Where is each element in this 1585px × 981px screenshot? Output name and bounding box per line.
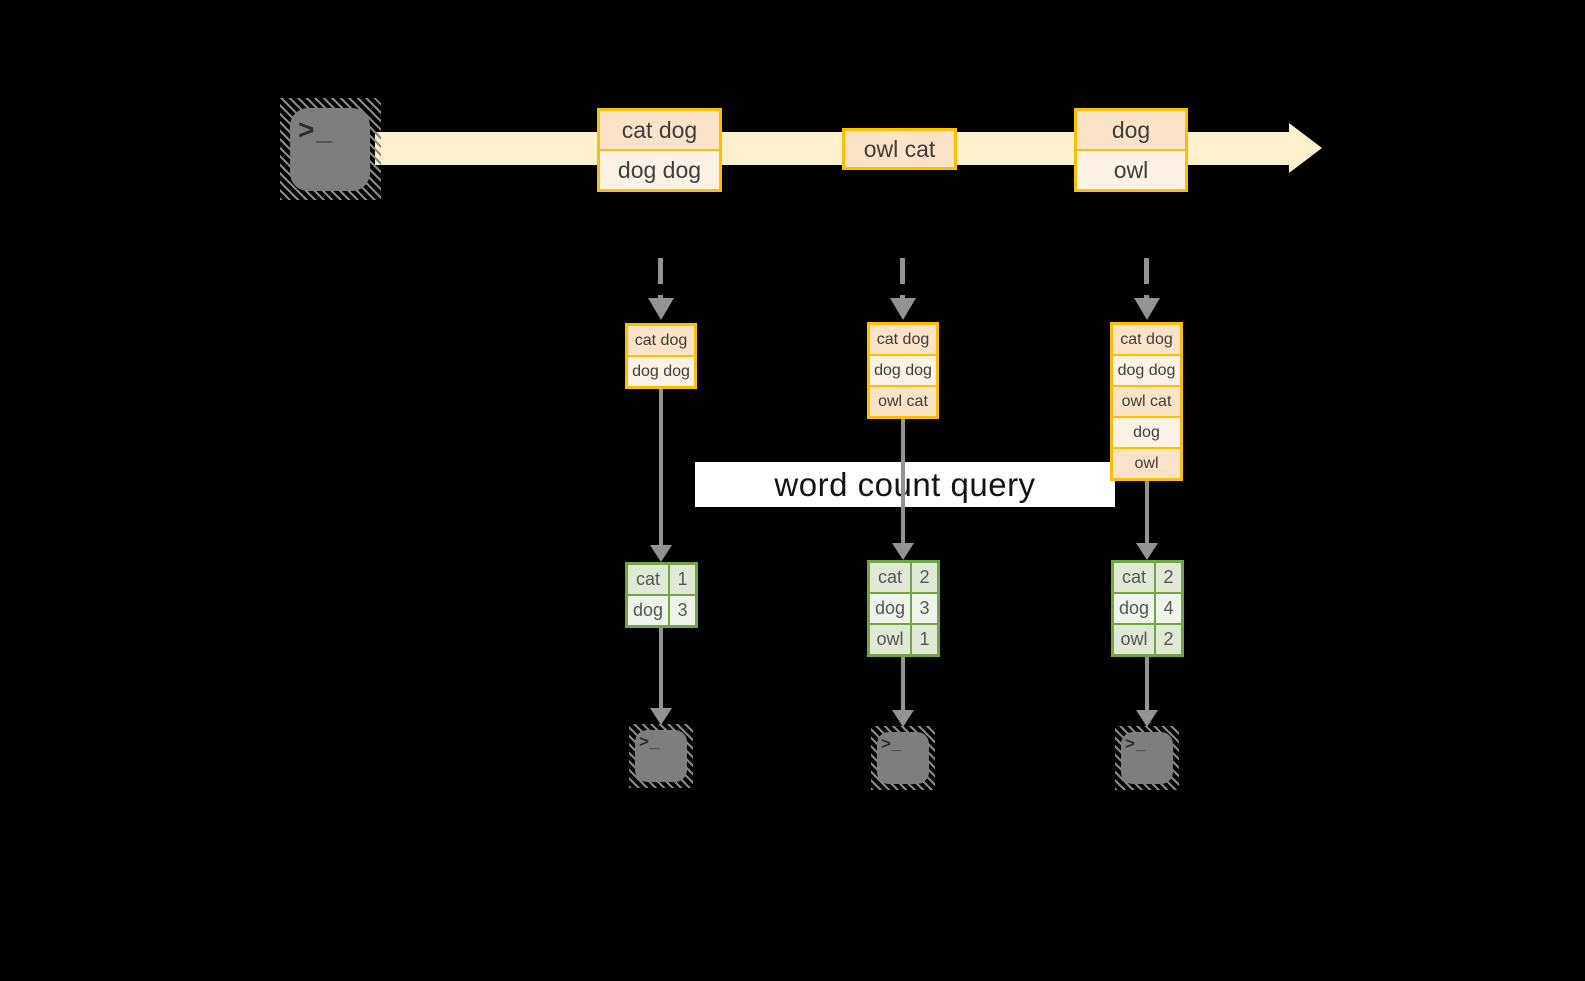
count-cell: 1	[912, 625, 937, 654]
down-arrowhead-icon	[1136, 710, 1158, 727]
buffer-cell: owl cat	[1113, 387, 1180, 416]
terminal-prompt-glyph: >_	[298, 114, 334, 145]
buffer-cell: dog	[1113, 418, 1180, 447]
word-cell: cat	[1114, 563, 1154, 592]
count-cell: 4	[1156, 594, 1181, 623]
buffer-cell: cat dog	[870, 325, 936, 354]
task2-buffer: cat dog dog dog owl cat	[867, 322, 939, 419]
word-cell: dog	[1114, 594, 1154, 623]
count-cell: 2	[912, 563, 937, 592]
connector-line	[901, 419, 905, 545]
stream-event-3: dog owl	[1074, 108, 1188, 192]
down-arrowhead-icon	[648, 298, 674, 320]
word-cell: dog	[628, 596, 668, 625]
buffer-cell: owl cat	[870, 387, 936, 416]
word-cell: owl	[1114, 625, 1154, 654]
down-arrowhead-icon	[1136, 543, 1158, 560]
sink-terminal-icon: >_	[629, 724, 693, 788]
word-cell: cat	[870, 563, 910, 592]
word-cell: dog	[870, 594, 910, 623]
count-cell: 3	[912, 594, 937, 623]
terminal-screen	[290, 108, 370, 191]
task2-count-table: cat 2 dog 3 owl 1	[867, 560, 940, 657]
connector-line	[1145, 657, 1149, 710]
stream-event-cell: dog	[1077, 111, 1185, 149]
task3-buffer: cat dog dog dog owl cat dog owl	[1110, 322, 1183, 481]
task1-count-table: cat 1 dog 3	[625, 562, 698, 628]
terminal-prompt-glyph: >_	[1125, 734, 1147, 753]
buffer-cell: cat dog	[628, 326, 694, 355]
terminal-prompt-glyph: >_	[881, 734, 903, 753]
buffer-cell: dog dog	[870, 356, 936, 385]
connector-line	[901, 657, 905, 710]
stream-event-cell: owl	[1077, 151, 1185, 189]
connector-line	[659, 389, 663, 546]
query-banner: word count query	[695, 462, 1115, 507]
stream-event-cell: dog dog	[600, 151, 719, 189]
buffer-cell: dog dog	[1113, 356, 1180, 385]
buffer-cell: cat dog	[1113, 325, 1180, 354]
stream-event-cell: cat dog	[600, 111, 719, 149]
stream-event-2: owl cat	[842, 128, 957, 170]
stream-event-cell: owl cat	[845, 131, 954, 167]
dashed-arrow-line	[658, 258, 663, 298]
down-arrowhead-icon	[892, 543, 914, 560]
terminal-screen	[635, 730, 687, 782]
terminal-prompt-glyph: >_	[639, 732, 661, 751]
buffer-cell: owl	[1113, 449, 1180, 478]
down-arrowhead-icon	[890, 298, 916, 320]
stream-event-1: cat dog dog dog	[597, 108, 722, 192]
word-cell: owl	[870, 625, 910, 654]
down-arrowhead-icon	[650, 708, 672, 725]
down-arrowhead-icon	[1134, 298, 1160, 320]
count-cell: 1	[670, 565, 695, 594]
task3-count-table: cat 2 dog 4 owl 2	[1111, 560, 1184, 657]
dashed-arrow-line	[1144, 258, 1149, 298]
down-arrowhead-icon	[650, 545, 672, 562]
connector-line	[1145, 481, 1149, 545]
count-cell: 3	[670, 596, 695, 625]
buffer-cell: dog dog	[628, 357, 694, 386]
source-terminal-icon: >_	[280, 98, 381, 200]
sink-terminal-icon: >_	[871, 726, 935, 790]
dashed-arrow-line	[900, 258, 905, 298]
count-cell: 2	[1156, 563, 1181, 592]
task1-buffer: cat dog dog dog	[625, 323, 697, 389]
count-cell: 2	[1156, 625, 1181, 654]
connector-line	[659, 628, 663, 710]
terminal-screen	[1121, 732, 1173, 784]
down-arrowhead-icon	[892, 710, 914, 727]
stream-arrowhead-icon	[1289, 123, 1322, 173]
word-cell: cat	[628, 565, 668, 594]
terminal-screen	[877, 732, 929, 784]
sink-terminal-icon: >_	[1115, 726, 1179, 790]
